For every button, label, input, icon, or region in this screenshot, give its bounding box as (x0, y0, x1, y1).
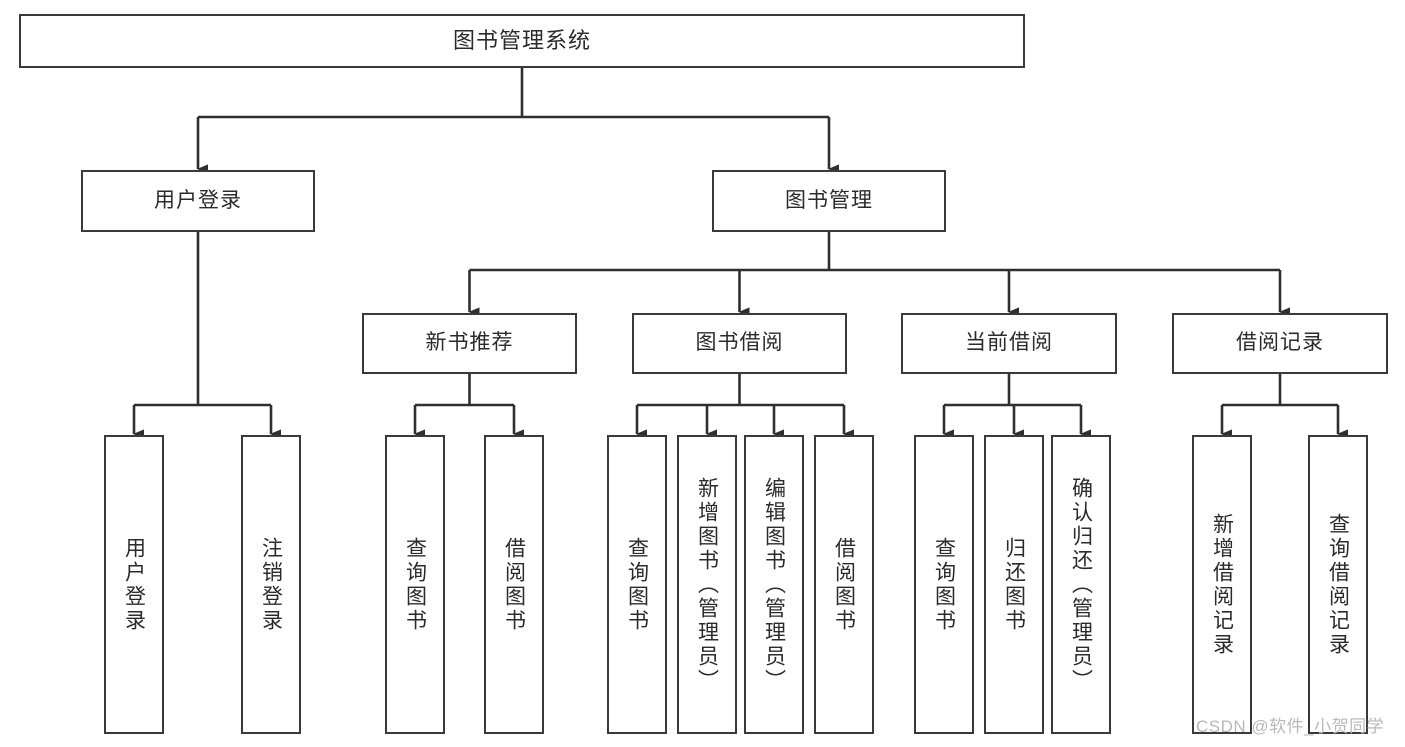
node-leaf-borrow-book-rec[interactable]: 借阅图书 (484, 435, 544, 734)
node-book-manage[interactable]: 图书管理 (712, 170, 946, 232)
node-leaf-edit-book-admin[interactable]: 编辑图书（管理员） (744, 435, 804, 734)
node-label-user-login: 用户登录 (154, 188, 242, 212)
node-leaf-logout-login[interactable]: 注销登录 (241, 435, 301, 734)
node-label-leaf-logout-login: 注销登录 (259, 536, 283, 633)
node-label-book-manage: 图书管理 (785, 188, 873, 212)
node-leaf-query-book-cur[interactable]: 查询图书 (914, 435, 974, 734)
node-borrow-record[interactable]: 借阅记录 (1172, 313, 1388, 374)
node-label-leaf-borrow-book: 借阅图书 (832, 536, 856, 633)
node-label-leaf-query-book-rec: 查询图书 (403, 536, 427, 633)
node-leaf-query-book-rec[interactable]: 查询图书 (385, 435, 445, 734)
node-label-leaf-query-book-borrow: 查询图书 (625, 536, 649, 633)
node-leaf-add-book-admin[interactable]: 新增图书（管理员） (677, 435, 737, 734)
node-label-current-borrow: 当前借阅 (965, 331, 1053, 355)
connector-group (132, 68, 1348, 439)
node-leaf-add-borrow-record[interactable]: 新增借阅记录 (1192, 435, 1252, 734)
node-label-leaf-add-book-admin: 新增图书（管理员） (695, 476, 719, 693)
node-label-leaf-add-borrow-record: 新增借阅记录 (1210, 512, 1234, 657)
node-label-borrow-record: 借阅记录 (1236, 331, 1324, 355)
node-label-root: 图书管理系统 (452, 28, 591, 54)
csdn-watermark: CSDN @软件_小贺同学 (1196, 717, 1385, 736)
node-leaf-confirm-return-admin[interactable]: 确认归还（管理员） (1051, 435, 1111, 734)
node-label-leaf-return-book: 归还图书 (1002, 536, 1026, 633)
node-root[interactable]: 图书管理系统 (19, 14, 1025, 68)
node-label-new-book-recommend: 新书推荐 (425, 331, 514, 355)
node-new-book-recommend[interactable]: 新书推荐 (362, 313, 577, 374)
node-leaf-query-borrow-record[interactable]: 查询借阅记录 (1308, 435, 1368, 734)
node-book-borrow[interactable]: 图书借阅 (632, 313, 847, 374)
node-label-leaf-borrow-book-rec: 借阅图书 (502, 536, 526, 633)
node-user-login[interactable]: 用户登录 (81, 170, 315, 232)
node-leaf-return-book[interactable]: 归还图书 (984, 435, 1044, 734)
node-leaf-borrow-book[interactable]: 借阅图书 (814, 435, 874, 734)
node-label-leaf-query-book-cur: 查询图书 (932, 536, 956, 633)
node-label-leaf-query-borrow-record: 查询借阅记录 (1326, 512, 1350, 657)
node-label-leaf-confirm-return-admin: 确认归还（管理员） (1069, 476, 1093, 693)
node-leaf-query-book-borrow[interactable]: 查询图书 (607, 435, 667, 734)
node-current-borrow[interactable]: 当前借阅 (901, 313, 1117, 374)
node-label-leaf-user-login: 用户登录 (122, 536, 146, 633)
node-label-leaf-edit-book-admin: 编辑图书（管理员） (762, 476, 786, 693)
node-leaf-user-login[interactable]: 用户登录 (104, 435, 164, 734)
node-label-book-borrow: 图书借阅 (695, 331, 784, 355)
